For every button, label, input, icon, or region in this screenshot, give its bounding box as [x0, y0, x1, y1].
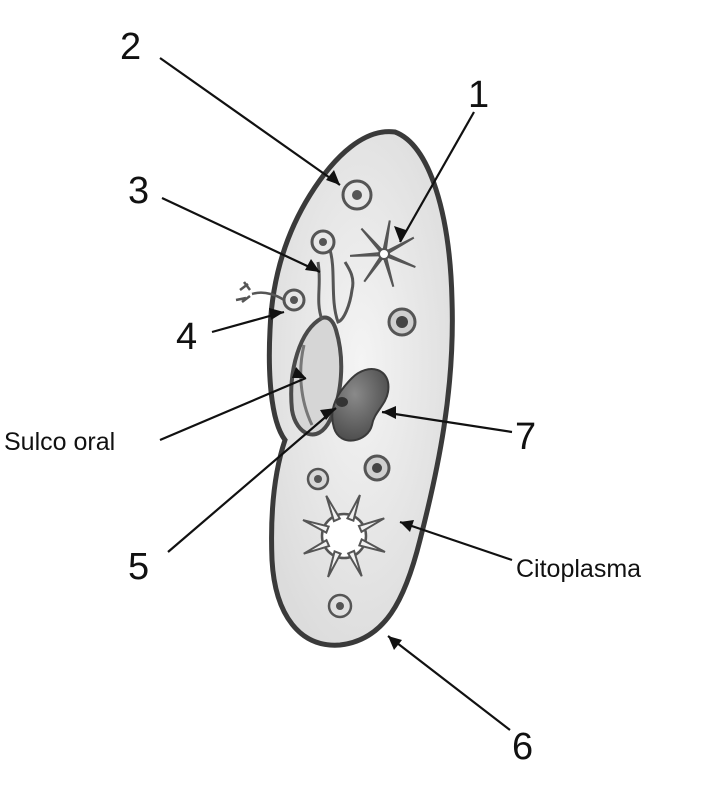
label-7: 7: [515, 418, 536, 456]
vacuole-center: [379, 249, 389, 259]
leader-2: [160, 58, 340, 185]
label-5: 5: [128, 548, 149, 586]
label-6: 6: [512, 728, 533, 766]
label-sulco-oral: Sulco oral: [4, 430, 115, 455]
vacuole-center: [322, 514, 366, 558]
label-citoplasma: Citoplasma: [516, 557, 641, 582]
label-4: 4: [176, 318, 197, 356]
micronucleus: [336, 397, 348, 407]
leader-6: [388, 636, 510, 730]
label-1: 1: [468, 76, 489, 114]
label-3: 3: [128, 172, 149, 210]
label-2: 2: [120, 28, 141, 66]
